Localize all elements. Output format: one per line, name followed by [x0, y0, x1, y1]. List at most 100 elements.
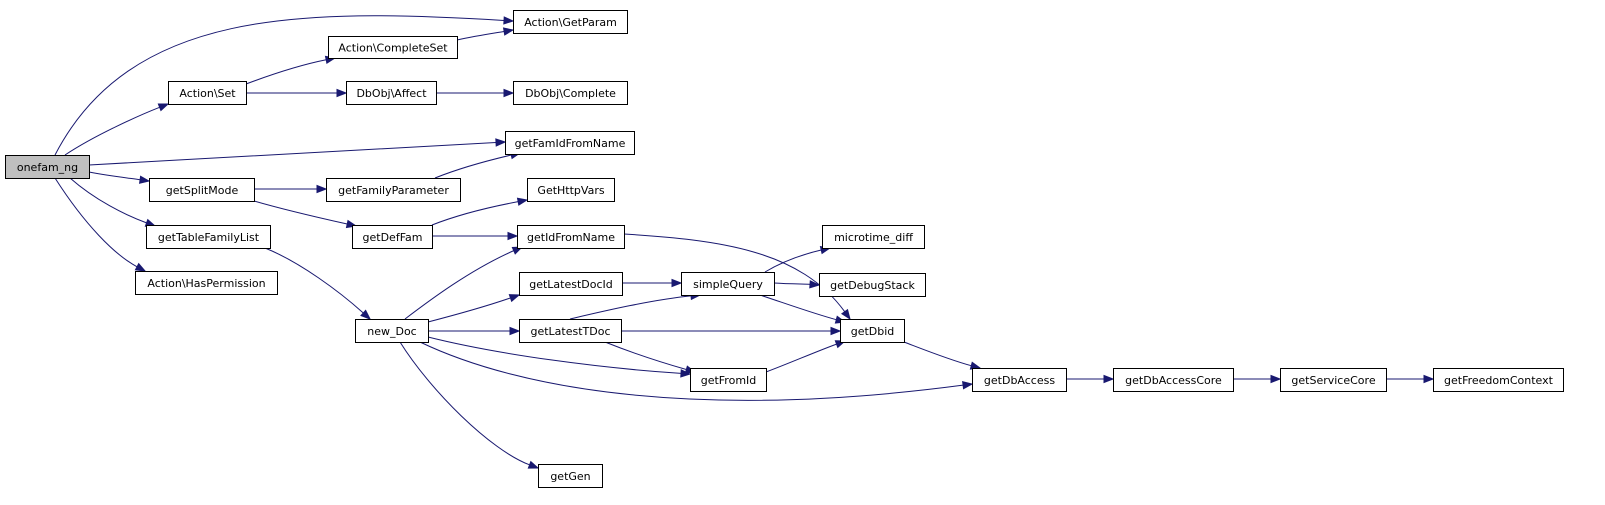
node-box: [355, 319, 429, 343]
node-box: [517, 225, 625, 249]
edge-line: [88, 171, 141, 181]
node-box: [519, 272, 623, 296]
node-getdebugstack[interactable]: getDebugStack: [819, 273, 926, 297]
node-getidfromname[interactable]: getIdFromName: [517, 225, 625, 249]
edge-getfromid-to-getdbid: [765, 340, 847, 373]
edge-line: [434, 154, 512, 179]
node-newdoc[interactable]: new_Doc: [355, 319, 429, 343]
node-getdbaccess[interactable]: getDbAccess: [972, 368, 1067, 392]
edge-line: [64, 106, 160, 156]
node-box: [972, 368, 1067, 392]
node-box: [146, 225, 271, 249]
edge-getdbid-to-getdbaccess: [903, 341, 982, 370]
call-edges: [54, 15, 1435, 469]
node-simplequery[interactable]: simpleQuery: [681, 272, 775, 296]
edge-line: [765, 343, 837, 373]
node-label: getFamIdFromName: [515, 137, 626, 150]
edge-line: [399, 341, 530, 466]
node-label: getFreedomContext: [1444, 374, 1554, 387]
node-box: [149, 178, 255, 202]
node-box: [538, 464, 603, 488]
node-label: new_Doc: [367, 325, 416, 338]
node-affect[interactable]: DbObj\Affect: [346, 81, 437, 105]
node-label: getDbid: [851, 325, 895, 338]
node-gettablefamilylist[interactable]: getTableFamilyList: [146, 225, 271, 249]
arrowhead-icon: [507, 231, 519, 241]
node-haspermission[interactable]: Action\HasPermission: [135, 271, 278, 295]
node-label: getServiceCore: [1291, 374, 1375, 387]
edge-onefam_ng-to-getparam: [54, 15, 515, 156]
edge-simplequery-to-getdebugstack: [773, 280, 821, 289]
node-getsplitmode[interactable]: getSplitMode: [149, 178, 255, 202]
node-getfamilyparam[interactable]: getFamilyParameter: [326, 178, 461, 202]
edge-onefam_ng-to-getfamid: [88, 138, 507, 166]
node-label: getDbAccessCore: [1125, 374, 1222, 387]
node-label: GetHttpVars: [537, 184, 604, 197]
node-box: [513, 81, 628, 105]
edge-line: [569, 295, 692, 320]
node-getfamid[interactable]: getFamIdFromName: [505, 131, 635, 155]
edge-simplequery-to-getdbid: [759, 294, 847, 324]
edge-line: [773, 282, 811, 285]
node-box: [1280, 368, 1387, 392]
edge-line: [456, 30, 505, 41]
node-label: Action\GetParam: [524, 16, 617, 29]
node-onefam_ng[interactable]: onefam_ng: [5, 155, 90, 179]
node-label: DbObj\Affect: [356, 87, 427, 100]
node-getfreedomcontext[interactable]: getFreedomContext: [1433, 368, 1564, 392]
node-box: [1433, 368, 1564, 392]
edge-getdeffam-to-gethttpvars: [431, 197, 529, 226]
edge-line: [764, 249, 822, 273]
node-label: onefam_ng: [17, 161, 78, 174]
node-microtime[interactable]: microtime_diff: [822, 225, 925, 249]
node-label: microtime_diff: [834, 231, 913, 244]
node-getdbaccesscore[interactable]: getDbAccessCore: [1113, 368, 1234, 392]
edge-onefam_ng-to-getsplitmode: [88, 171, 151, 184]
node-box: [135, 271, 278, 295]
edge-line: [427, 336, 682, 374]
node-label: getSplitMode: [166, 184, 239, 197]
arrowhead-icon: [1423, 374, 1435, 384]
node-getgen[interactable]: getGen: [538, 464, 603, 488]
edge-line: [759, 294, 837, 321]
node-label: getDbAccess: [984, 374, 1055, 387]
edge-getsplitmode-to-getdeffam: [253, 200, 358, 229]
edge-newdoc-to-getdbaccess: [419, 341, 974, 401]
node-getlatestdocid[interactable]: getLatestDocId: [519, 272, 623, 296]
arrowhead-icon: [962, 381, 974, 390]
edge-getdbaccess-to-getdbaccesscore: [1065, 374, 1115, 384]
arrowhead-icon: [138, 175, 151, 184]
edge-line: [69, 177, 147, 224]
arrowhead-icon: [502, 27, 515, 36]
arrowhead-icon: [840, 308, 851, 321]
node-getlatesttdoc[interactable]: getLatestTDoc: [519, 319, 622, 343]
function-nodes: onefam_ng Action\GetParamAction\CompleteS…: [5, 10, 1564, 488]
node-label: getFamilyParameter: [338, 184, 449, 197]
node-getparam[interactable]: Action\GetParam: [513, 10, 628, 34]
edge-line: [903, 341, 972, 367]
node-getdeffam[interactable]: getDefFam: [352, 225, 433, 249]
node-completeset[interactable]: Action\CompleteSet: [328, 36, 458, 59]
edge-completeset-to-getparam: [456, 27, 515, 41]
node-set[interactable]: Action\Set: [168, 81, 247, 105]
edge-newdoc-to-getlatesttdoc: [428, 326, 521, 336]
node-getfromid[interactable]: getFromId: [690, 368, 767, 392]
node-box: [5, 155, 90, 179]
node-box: [513, 10, 628, 34]
node-getservicecore[interactable]: getServiceCore: [1280, 368, 1387, 392]
edge-line: [264, 247, 364, 314]
node-getdbid[interactable]: getDbid: [840, 319, 905, 343]
node-box: [527, 178, 615, 202]
node-box: [681, 272, 775, 296]
node-box: [346, 81, 437, 105]
node-gethttpvars[interactable]: GetHttpVars: [527, 178, 615, 202]
node-complete[interactable]: DbObj\Complete: [513, 81, 628, 105]
arrowhead-icon: [809, 280, 821, 289]
node-label: getLatestDocId: [529, 278, 613, 291]
arrowhead-icon: [503, 16, 515, 25]
arrowhead-icon: [336, 88, 348, 98]
node-box: [352, 225, 433, 249]
edge-getlatesttdoc-to-simplequery: [569, 291, 702, 320]
edge-line: [604, 341, 687, 371]
